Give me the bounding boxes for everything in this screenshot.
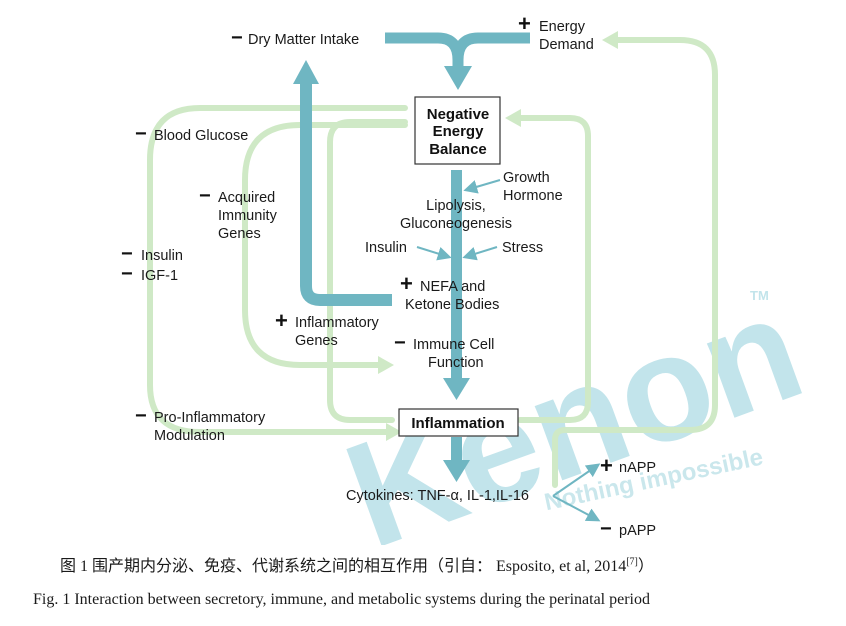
- inflam-genes-line2: Genes: [295, 333, 338, 349]
- inflam-genes-line1: Inflammatory: [295, 315, 380, 331]
- acquired-line1: Acquired: [218, 190, 275, 206]
- insulin-left-sign: −: [121, 243, 133, 265]
- nefa-line1: NEFA and: [420, 279, 485, 295]
- feedback-loops: [147, 31, 718, 488]
- neb-line2: Energy: [433, 123, 485, 140]
- inflammation-label: Inflammation: [411, 415, 504, 432]
- insulin-left-label: Insulin: [141, 248, 183, 264]
- loop-to-energy-demand: [552, 37, 718, 488]
- igf-label: IGF-1: [141, 268, 178, 284]
- acquired-line2: Immunity: [218, 208, 278, 224]
- arrow-to-inflammation-head: [443, 378, 470, 400]
- inflammation-box: [398, 408, 519, 437]
- pro-inflam-sign: −: [135, 405, 147, 427]
- neb-line1: Negative: [427, 106, 490, 123]
- nefa-sign: +: [400, 271, 413, 296]
- growth-hormone-line1: Growth: [503, 170, 550, 186]
- pro-inflam-line2: Modulation: [154, 428, 225, 444]
- neb-line3: Balance: [429, 141, 487, 158]
- dry-matter-sign: −: [231, 27, 243, 49]
- stress-arrow: [462, 246, 498, 261]
- arrow-to-cytokines-head: [443, 460, 470, 482]
- cytokines-label: Cytokines: TNF-α, IL-1,IL-16: [346, 488, 529, 504]
- energy-demand-line1: Energy: [539, 19, 586, 35]
- loop-to-neb-head: [505, 109, 521, 127]
- acquired-sign: −: [199, 185, 211, 207]
- papp-arrow: [552, 495, 601, 522]
- interaction-diagram: Kenon TM Nothing impossible: [121, 11, 822, 545]
- inflam-genes-sign: +: [275, 308, 288, 333]
- central-bar-upper: [451, 170, 462, 330]
- loop-left-mid: [242, 122, 408, 368]
- watermark-tm: TM: [750, 288, 769, 303]
- papp-label: pAPP: [619, 523, 656, 539]
- labels: − Dry Matter Intake + Energy Demand Grow…: [121, 11, 656, 540]
- igf-sign: −: [121, 263, 133, 285]
- energy-demand-sign: +: [518, 11, 531, 36]
- immune-cell-line2: Function: [428, 355, 484, 371]
- napp-arrow: [552, 463, 601, 497]
- nefa-line2: Ketone Bodies: [405, 297, 499, 313]
- figure-caption-chinese: 图 1 围产期内分泌、免疫、代谢系统之间的相互作用（引自： Esposito, …: [60, 552, 846, 576]
- insulin-mid-arrow: [416, 246, 452, 261]
- blood-glucose-label: Blood Glucose: [154, 128, 248, 144]
- central-bar-bottom: [451, 437, 462, 462]
- growth-hormone-line2: Hormone: [503, 188, 563, 204]
- insulin-mid-label: Insulin: [365, 240, 407, 256]
- loop-left-mid-head: [378, 356, 394, 374]
- papp-sign: −: [600, 518, 612, 540]
- napp-sign: +: [600, 453, 613, 478]
- lipolysis-line1: Lipolysis,: [426, 198, 486, 214]
- loop-left-outer: [147, 105, 408, 435]
- growth-hormone-arrow: [463, 179, 501, 194]
- main-flow: [293, 32, 601, 522]
- loop-left-outer-head: [386, 423, 402, 441]
- caption-cn-end: ）: [637, 558, 654, 575]
- acquired-line3: Genes: [218, 226, 261, 242]
- immune-cell-sign: −: [394, 332, 406, 354]
- figure-caption-english: Fig. 1 Interaction between secretory, im…: [33, 591, 650, 608]
- loop-to-energy-demand-head: [602, 31, 618, 49]
- lipolysis-line2: Gluconeogenesis: [400, 216, 512, 232]
- napp-label: nAPP: [619, 460, 656, 476]
- neb-box: [414, 96, 501, 165]
- central-bar-lower: [451, 330, 462, 380]
- caption-cn-ref: [7]: [626, 556, 638, 568]
- energy-demand-line2: Demand: [539, 37, 594, 53]
- immune-cell-line1: Immune Cell: [413, 337, 494, 353]
- nefa-feedback-arrow-head: [293, 60, 319, 84]
- stress-label: Stress: [502, 240, 543, 256]
- blood-glucose-sign: −: [135, 123, 147, 145]
- nefa-feedback-arrow: [300, 82, 392, 306]
- arrow-to-neb-head: [444, 66, 472, 90]
- pro-inflam-line1: Pro-Inflammatory: [154, 410, 266, 426]
- loop-to-neb: [512, 115, 591, 423]
- caption-cn-main: 图 1 围产期内分泌、免疫、代谢系统之间的相互作用（引自： Esposito, …: [60, 558, 627, 575]
- dry-matter-label: Dry Matter Intake: [248, 32, 359, 48]
- loop-left-inner: [327, 119, 408, 423]
